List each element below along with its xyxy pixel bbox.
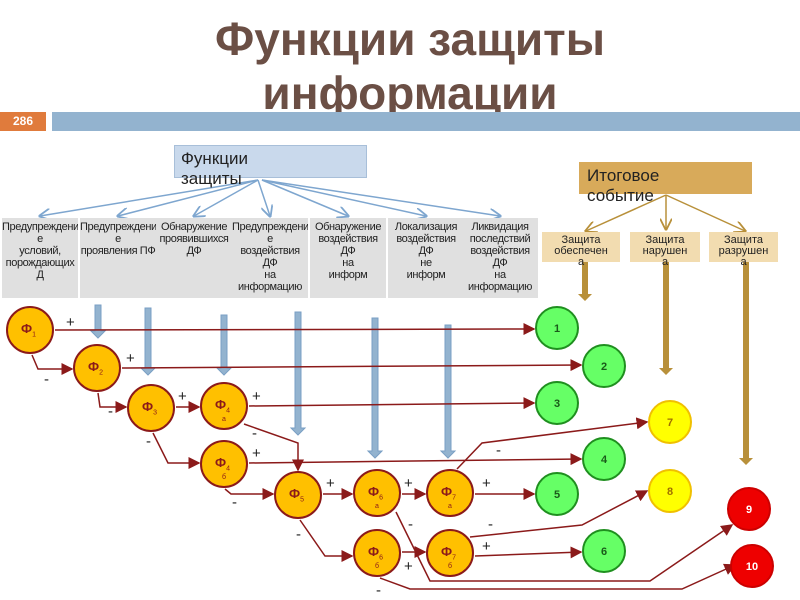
minus-sign: - (496, 442, 501, 459)
node-label: Ф2 (88, 359, 103, 377)
plus-sign: + (326, 475, 335, 492)
minus-sign: - (146, 433, 151, 450)
minus-sign: - (108, 403, 113, 420)
node-index: 1 (32, 331, 37, 339)
node-letter: Ф (441, 544, 453, 559)
outcome-6: 6 (582, 529, 626, 573)
node-label: Ф4 (215, 397, 230, 415)
plus-sign: + (482, 475, 491, 492)
node-letter: Ф (142, 399, 154, 414)
plus-sign: + (252, 445, 261, 462)
node-index: 7 (452, 554, 457, 562)
node-suffix: б (374, 563, 379, 570)
node-index: 6 (379, 494, 384, 502)
outcome-2: 2 (582, 344, 626, 388)
result-links (586, 194, 745, 231)
node-label: Ф5 (289, 486, 304, 504)
function-label: Ликвидация последствий воздействия ДФ на… (462, 218, 538, 298)
node-index: 4 (226, 407, 231, 415)
node-label: Ф7 (441, 544, 456, 562)
function-node: Ф2 (73, 344, 121, 392)
function-label: Обнаружение воздействия ДФ на информ (310, 218, 386, 298)
blue-down-arrows (89, 304, 457, 459)
result-event-box: Итоговое событие (579, 162, 752, 205)
result-protected: Защита обеспечен а (542, 232, 620, 268)
node-index: 4 (226, 465, 231, 473)
node-suffix: а (448, 503, 452, 510)
minus-sign: - (488, 516, 493, 533)
outcome-10: 10 (730, 544, 774, 588)
function-node: Ф1 (6, 306, 54, 354)
node-letter: Ф (215, 455, 227, 470)
node-label: Ф6 (368, 544, 383, 562)
minus-sign: - (408, 516, 413, 533)
node-letter: Ф (368, 484, 380, 499)
plus-sign: + (404, 558, 413, 575)
node-letter: Ф (88, 359, 100, 374)
function-node: Ф3 (127, 384, 175, 432)
function-label: Предупреждени е проявления ПФ (80, 218, 156, 298)
node-index: 3 (153, 409, 158, 417)
flow-lines (31, 323, 737, 590)
plus-sign: + (126, 350, 135, 367)
outcome-4: 4 (582, 437, 626, 481)
plus-sign: + (482, 538, 491, 555)
function-label: Обнаружение проявившихся ДФ (156, 218, 232, 298)
node-index: 5 (300, 496, 305, 504)
slide-number: 286 (0, 112, 46, 131)
node-label: Ф6 (368, 484, 383, 502)
functions-box: Функции защиты (174, 145, 367, 188)
node-letter: Ф (215, 397, 227, 412)
result-violated: Защита нарушен а (630, 232, 700, 268)
node-letter: Ф (21, 321, 33, 336)
outcome-5: 5 (535, 472, 579, 516)
node-label: Ф3 (142, 399, 157, 417)
function-label: Предупреждени е воздействия ДФ на информ… (232, 218, 308, 298)
node-label: Ф1 (21, 321, 36, 339)
node-letter: Ф (289, 486, 301, 501)
outcome-7: 7 (648, 400, 692, 444)
outcome-9: 9 (727, 487, 771, 531)
plus-sign: + (252, 388, 261, 405)
outcome-3: 3 (535, 381, 579, 425)
node-letter: Ф (441, 484, 453, 499)
result-destroyed: Защита разрушен а (709, 232, 778, 268)
header-bar (52, 112, 800, 131)
node-letter: Ф (368, 544, 380, 559)
plus-sign: + (404, 475, 413, 492)
node-label: Ф4 (215, 455, 230, 473)
minus-sign: - (252, 425, 257, 442)
slide-title: Функции защиты информации (214, 13, 605, 119)
minus-sign: - (376, 582, 381, 599)
node-suffix: а (375, 503, 379, 510)
function-label: Предупреждени е условий, порождающих Д (2, 218, 78, 298)
outcome-1: 1 (535, 306, 579, 350)
node-suffix: б (447, 563, 452, 570)
node-suffix: а (222, 416, 226, 423)
function-label: Локализация воздействия ДФ не информ (388, 218, 464, 298)
minus-sign: - (232, 494, 237, 511)
node-index: 2 (99, 369, 104, 377)
gold-down-arrows (578, 262, 753, 465)
node-index: 6 (379, 554, 384, 562)
node-index: 7 (452, 494, 457, 502)
minus-sign: - (44, 371, 49, 388)
plus-sign: + (66, 314, 75, 331)
function-links (40, 179, 500, 216)
node-label: Ф7 (441, 484, 456, 502)
function-node: Ф5 (274, 471, 322, 519)
outcome-8: 8 (648, 469, 692, 513)
minus-sign: - (296, 526, 301, 543)
plus-sign: + (178, 388, 187, 405)
node-suffix: б (221, 474, 226, 481)
